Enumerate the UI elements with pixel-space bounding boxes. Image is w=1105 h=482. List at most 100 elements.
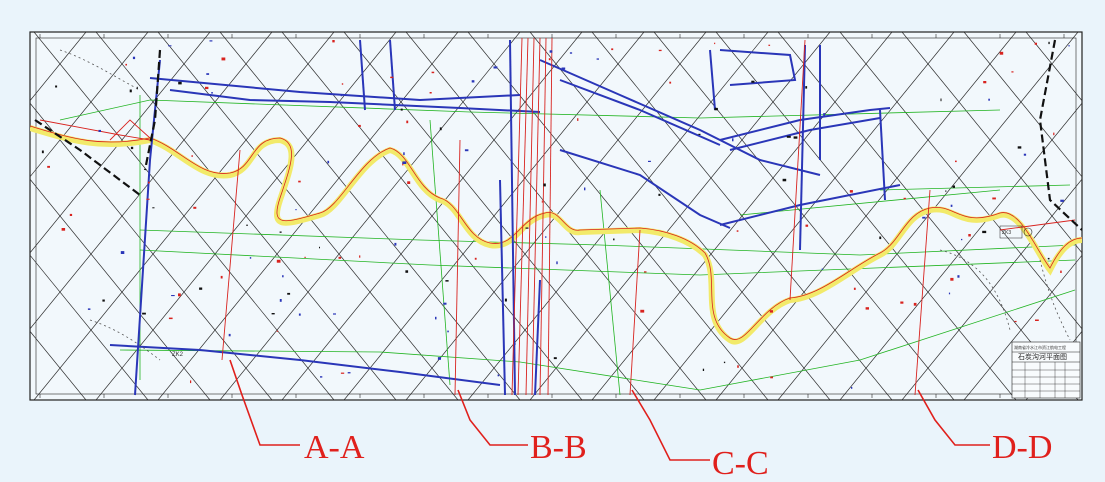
grid-line <box>467 32 769 400</box>
map-symbol <box>577 118 579 121</box>
map-symbol <box>950 277 954 281</box>
grid-line <box>33 32 335 400</box>
map-symbol <box>221 57 226 61</box>
grid-line <box>715 32 1017 400</box>
map-symbol <box>556 261 558 265</box>
map-symbol <box>497 374 500 377</box>
map-symbol <box>333 313 336 315</box>
grid-line <box>901 178 1082 400</box>
grid-line <box>30 254 149 400</box>
section-d-label: D-D <box>992 429 1052 466</box>
map-symbol <box>220 275 223 279</box>
map-symbol <box>474 257 477 260</box>
map-symbol <box>786 135 791 138</box>
map-symbol <box>714 42 716 45</box>
map-symbol <box>55 85 58 88</box>
grid-line <box>0 32 24 400</box>
map-symbol <box>403 152 405 156</box>
map-symbol <box>561 67 566 70</box>
section-b-leader <box>457 389 528 446</box>
map-symbol <box>1053 132 1055 136</box>
map-symbol <box>851 386 853 389</box>
map-symbol <box>271 313 275 315</box>
section-c-label: C-C <box>712 445 769 482</box>
map-symbol <box>178 81 182 85</box>
map-symbol <box>723 361 726 364</box>
map-symbol <box>327 160 330 164</box>
map-symbol <box>545 236 547 238</box>
map-symbol <box>768 44 771 46</box>
map-symbol <box>69 213 73 216</box>
map-symbol <box>1047 257 1050 260</box>
map-symbol <box>698 133 701 135</box>
section-d-leader <box>917 389 990 446</box>
coordinate-grid <box>0 32 1105 400</box>
map-symbol <box>948 292 951 295</box>
map-symbol <box>125 63 127 66</box>
map-symbol <box>613 238 615 241</box>
grid-line <box>281 32 583 400</box>
map-symbol <box>493 66 498 69</box>
map-symbol <box>596 58 599 60</box>
fault-lines <box>34 39 1082 231</box>
map-symbol <box>407 181 411 184</box>
map-symbol <box>320 376 323 378</box>
map-symbol <box>702 368 705 371</box>
map-symbol <box>120 251 125 254</box>
point-marker-right: ZK3 <box>999 225 1033 239</box>
grid-line <box>30 32 149 178</box>
map-symbol <box>246 224 248 226</box>
grid-line <box>1088 32 1105 400</box>
map-symbol <box>102 299 105 302</box>
map-symbol <box>968 234 971 237</box>
map-symbol <box>658 193 661 196</box>
map-symbol <box>98 129 101 132</box>
map-symbol <box>394 242 397 246</box>
map-symbol <box>999 51 1004 55</box>
grid-line <box>529 32 831 400</box>
grid-line <box>95 32 397 400</box>
contour-lines <box>59 49 1071 361</box>
map-symbol <box>982 230 987 234</box>
map-symbol <box>338 256 342 259</box>
map-symbol <box>952 185 955 188</box>
map-symbol <box>769 310 773 313</box>
map-symbol <box>541 200 543 203</box>
map-symbol <box>737 365 739 368</box>
map-symbol <box>447 330 449 333</box>
map-symbol <box>543 183 546 187</box>
map-symbol <box>142 312 146 315</box>
map-symbol <box>751 80 755 83</box>
map-symbol <box>193 206 197 209</box>
map-symbol <box>823 113 826 116</box>
map-symbols <box>41 40 1070 389</box>
map-symbol <box>130 146 134 150</box>
map-symbol <box>1060 199 1064 202</box>
map-symbol <box>1023 153 1027 156</box>
map-symbol <box>209 40 213 42</box>
map-symbol <box>443 302 447 305</box>
map-symbol <box>298 180 301 183</box>
map-symbol <box>983 81 987 84</box>
map-symbol <box>940 98 942 102</box>
map-symbol <box>793 136 798 139</box>
grid-line <box>963 32 1082 178</box>
grid-line <box>219 32 521 400</box>
map-symbol <box>736 230 739 232</box>
map-symbol <box>955 160 957 163</box>
map-symbol <box>992 197 996 200</box>
map-symbol <box>439 127 442 131</box>
map-symbol <box>340 372 345 374</box>
map-symbol <box>304 256 306 258</box>
map-symbol <box>319 246 320 249</box>
map-symbol <box>900 301 904 304</box>
map-symbol <box>640 309 645 313</box>
section-d: D-D <box>917 389 1052 466</box>
map-symbol <box>648 160 651 162</box>
map-symbol <box>276 330 279 332</box>
grid-line <box>30 32 211 254</box>
section-b-label: B-B <box>530 429 587 466</box>
map-inner-frame <box>35 37 1077 395</box>
